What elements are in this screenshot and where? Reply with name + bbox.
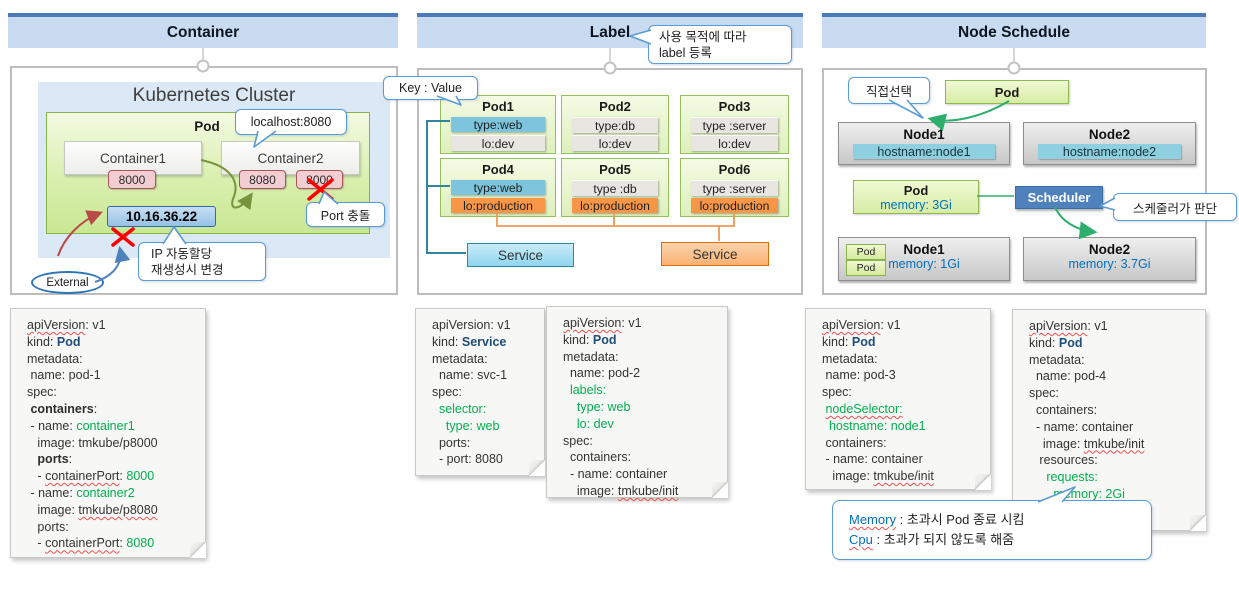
pod-name: Pod5	[599, 162, 631, 177]
pod-tag-type: type :server	[691, 117, 778, 133]
node-name: Node2	[1088, 242, 1131, 257]
kubernetes-cluster-title: Kubernetes Cluster	[132, 85, 296, 106]
pod-tag-type: type :db	[572, 180, 658, 196]
pod-chip: Pod	[846, 260, 886, 276]
hostname-badge: hostname:node2	[1038, 144, 1181, 159]
callout-direct-select: 직접선택	[848, 77, 930, 104]
pod-label: Pod	[194, 119, 220, 134]
pod-name: Pod2	[599, 99, 631, 114]
section-title: Node Schedule	[958, 24, 1070, 41]
pod-tag-lo: lo:dev	[691, 135, 778, 151]
node1-bottom-box: Node1 memory: 1Gi Pod Pod	[838, 237, 1010, 281]
service-production-box: Service	[661, 242, 769, 266]
pod-name: Pod	[994, 84, 1020, 100]
pod-name: Pod6	[718, 162, 751, 177]
node-name: Node1	[903, 242, 945, 257]
pod-tag-lo: lo:production	[451, 198, 545, 213]
section-title: Container	[166, 24, 240, 41]
port-badge-8000-conflict: 8000	[296, 170, 343, 189]
node2-bottom-box: Node2 memory: 3.7Gi	[1023, 237, 1196, 281]
hostname-badge: hostname:node1	[853, 144, 995, 159]
pod4-card: Pod4 type:web lo:production	[440, 158, 556, 217]
pod-memory-box: Pod memory: 3Gi	[853, 180, 979, 214]
port-badge-8000: 8000	[108, 170, 156, 189]
node2-top-box: Node2 hostname:node2	[1023, 122, 1196, 165]
section-title: Label	[589, 24, 631, 41]
node-memory-value: memory: 1Gi	[888, 257, 960, 271]
node-name: Node1	[903, 127, 945, 142]
pod-name: Pod	[903, 182, 929, 198]
pod-tag-lo: lo:production	[691, 198, 778, 213]
pod5-card: Pod5 type :db lo:production	[561, 158, 669, 217]
pod-tag-type: type :server	[691, 180, 778, 196]
pod1-card: Pod1 type:web lo:dev	[440, 95, 556, 154]
pod-name: Pod1	[482, 99, 514, 114]
section-header-node-schedule: Node Schedule	[822, 13, 1206, 48]
pod-chip: Pod	[846, 244, 886, 260]
service-web-box: Service	[467, 243, 574, 267]
callout-localhost: localhost:8080	[235, 109, 347, 135]
pod-name: Pod4	[482, 162, 514, 177]
container1-box: Container1	[64, 141, 202, 175]
callout-port-conflict: Port 충돌	[306, 202, 385, 227]
callout-scheduler-decides: 스케줄러가 판단	[1113, 193, 1237, 221]
node1-top-box: Node1 hostname:node1	[838, 122, 1010, 165]
pod-ip-box: 10.16.36.22	[107, 206, 216, 227]
port-badge-8080: 8080	[239, 170, 286, 189]
pod-name: Pod3	[718, 99, 751, 114]
pod2-card: Pod2 type:db lo:dev	[561, 95, 669, 154]
pod3-card: Pod3 type :server lo:dev	[680, 95, 789, 154]
node-name: Node2	[1088, 127, 1131, 142]
pod-memory-value: memory: 3Gi	[880, 197, 952, 212]
scheduler-box: Scheduler	[1015, 186, 1103, 209]
pod6-card: Pod6 type :server lo:production	[680, 158, 789, 217]
pod-tag-lo: lo:dev	[572, 135, 658, 151]
pod-tag-type: type:web	[451, 180, 545, 195]
external-ellipse: External	[31, 271, 104, 294]
pod-tag-lo: lo:production	[572, 198, 658, 213]
pod-top-box: Pod	[945, 80, 1069, 104]
pod-tag-type: type:db	[572, 117, 658, 133]
pod-tag-type: type:web	[451, 117, 545, 132]
pod-tag-lo: lo:dev	[451, 135, 545, 151]
node-memory-value: memory: 3.7Gi	[1068, 257, 1151, 271]
section-header-container: Container	[8, 13, 398, 48]
callout-key-value: Key : Value	[383, 76, 478, 100]
